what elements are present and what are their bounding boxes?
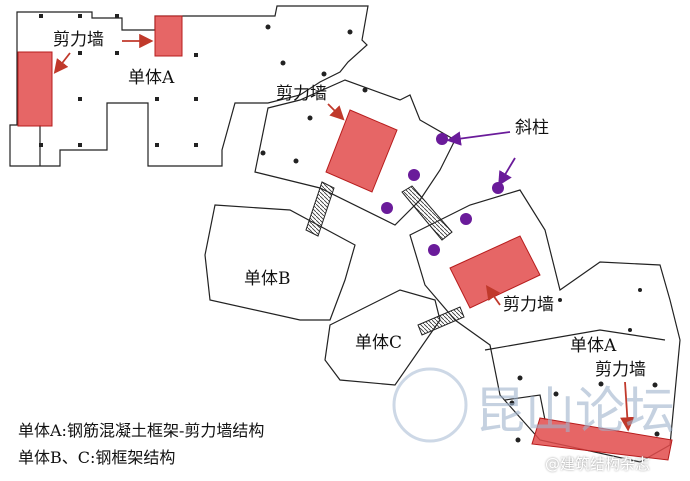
arrows [53, 33, 635, 432]
legend-line-1: 单体A:钢筋混凝土框架-剪力墙结构 [18, 421, 265, 440]
unit-a-outline [9, 5, 369, 167]
label-shear-wall-2: 剪力墙 [276, 84, 327, 104]
unit-c-outline [324, 289, 441, 386]
label-shear-wall-3: 剪力墙 [503, 295, 554, 315]
label-unit-c: 单体C [355, 333, 403, 353]
legend-line-2: 单体B、C:钢框架结构 [18, 448, 176, 467]
shear-wall-2 [154, 15, 183, 57]
label-unit-a-1: 单体A [128, 68, 175, 88]
shear-wall-4 [449, 235, 541, 309]
label-shear-wall-4: 剪力墙 [595, 360, 646, 380]
label-unit-a-2: 单体A [570, 336, 617, 356]
shear-wall-1 [17, 51, 53, 127]
weibo-watermark: @建筑结构杂志 [545, 455, 651, 473]
bridge-1 [305, 181, 335, 237]
bridge-2 [401, 185, 453, 241]
label-unit-b: 单体B [244, 269, 291, 289]
label-shear-wall-1: 剪力墙 [53, 30, 104, 50]
label-inclined-column: 斜柱 [515, 118, 549, 138]
forum-watermark: 昆山论坛 [475, 382, 675, 440]
bridge-3 [417, 306, 465, 336]
shear-wall-3 [325, 109, 398, 193]
columns [39, 14, 660, 443]
unit-b-outline [204, 204, 356, 321]
inclined-columns [381, 133, 504, 256]
unit-a-right-outline [409, 189, 681, 463]
shear-wall-5 [531, 417, 673, 461]
watermark-logo-icon [392, 367, 468, 443]
